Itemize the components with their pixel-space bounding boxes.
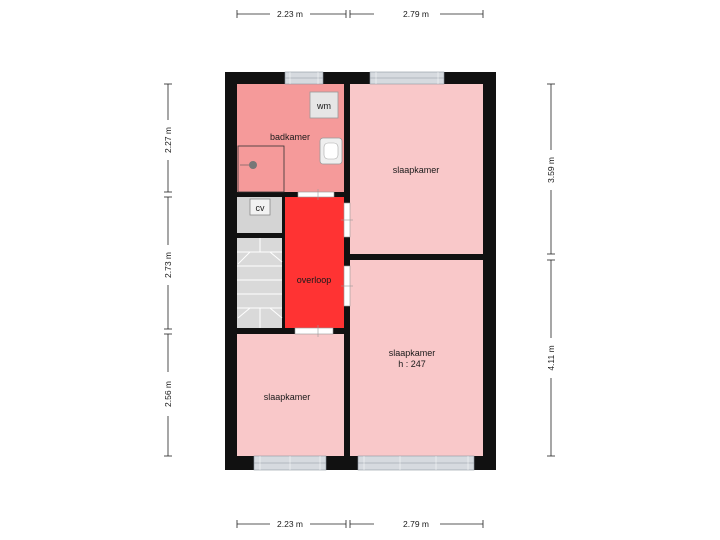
dimension-left-top: 2.27 m	[163, 127, 173, 153]
bathroom-label: badkamer	[270, 132, 310, 142]
dimension-top-right: 2.79 m	[403, 9, 429, 19]
bedroom-bottom-right-height: h : 247	[398, 359, 426, 369]
landing-label: overloop	[297, 275, 332, 285]
dimension-right-bottom: 4.11 m	[546, 345, 556, 370]
sink-icon	[319, 137, 343, 165]
doors	[294, 189, 353, 337]
dimension-bottom-left: 2.23 m	[277, 519, 303, 529]
stairs-icon	[237, 238, 283, 328]
window-sills	[259, 72, 469, 470]
dimension-lines	[164, 10, 555, 528]
bedroom-bottom-left-label: slaapkamer	[264, 392, 311, 402]
boiler-label: cv	[256, 203, 266, 213]
washing-machine-icon	[309, 91, 339, 119]
dimension-right-top: 3.59 m	[546, 157, 556, 183]
bedroom-bottom-right-label: slaapkamer	[389, 348, 436, 358]
dimension-left-middle: 2.73 m	[163, 252, 173, 278]
bedroom-top-right-label: slaapkamer	[393, 165, 440, 175]
dimension-top-left: 2.23 m	[277, 9, 303, 19]
room-bedroom-top-right	[350, 84, 483, 254]
dimension-bottom-right: 2.79 m	[403, 519, 429, 529]
shower-drain-icon	[237, 145, 285, 193]
room-bedroom-bottom-right	[350, 260, 483, 456]
room-landing	[285, 197, 344, 328]
dimension-left-bottom: 2.56 m	[163, 381, 173, 407]
window-icon	[253, 71, 475, 471]
room-bedroom-bottom-left	[237, 334, 344, 456]
boiler-icon	[249, 198, 271, 216]
washing-machine-label: wm	[316, 101, 331, 111]
